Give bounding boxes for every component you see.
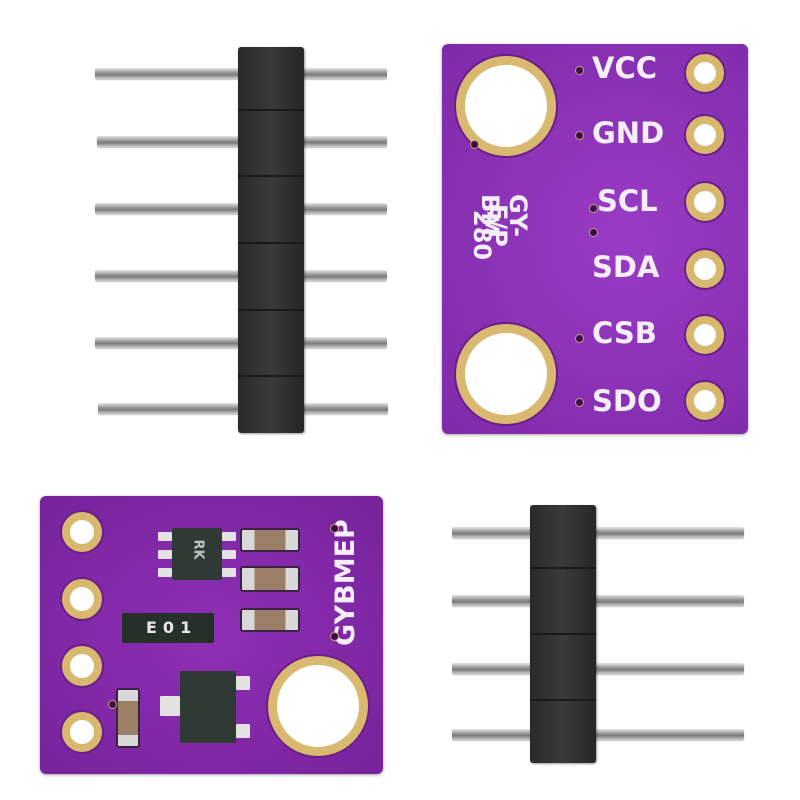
via	[470, 140, 479, 149]
via	[575, 131, 584, 140]
resistor-array-marking: E01	[146, 618, 198, 637]
via	[589, 228, 598, 237]
mounting-hole	[268, 656, 368, 756]
via	[575, 334, 584, 343]
sensor-board-front: GYBMEP RK E01	[40, 496, 383, 774]
pad-sda	[686, 250, 724, 288]
capacitor	[240, 566, 300, 592]
model-text-block: GY-BM E/P 280	[462, 164, 582, 294]
pad-3	[62, 646, 102, 686]
header-housing	[530, 505, 596, 763]
model-text-line3: 280	[468, 210, 496, 261]
pad-1	[62, 512, 102, 552]
via	[330, 524, 339, 533]
via	[575, 66, 584, 75]
ic-rk: RK	[172, 528, 222, 580]
pad-4	[62, 712, 102, 752]
pad-2	[62, 579, 102, 619]
via	[589, 204, 598, 213]
label-sda: SDA	[592, 250, 660, 284]
capacitor	[240, 608, 300, 632]
header-pin	[452, 527, 744, 538]
pad-csb	[686, 316, 724, 354]
resistor-array: E01	[122, 613, 214, 643]
via	[330, 632, 339, 641]
label-gnd: GND	[592, 116, 665, 150]
pad-vcc	[686, 54, 724, 92]
capacitor	[116, 688, 140, 748]
mounting-hole	[456, 56, 556, 156]
pad-gnd	[686, 116, 724, 154]
pin-header-4	[452, 505, 747, 763]
model-text-front: GYBMEP	[330, 519, 361, 646]
mounting-hole	[456, 324, 556, 424]
label-vcc: VCC	[592, 51, 658, 85]
ic-marking: RK	[190, 539, 206, 560]
label-csb: CSB	[592, 316, 657, 350]
via	[108, 700, 117, 709]
header-pin	[452, 663, 744, 674]
sensor-board-back: VCC GND SCL SDA CSB SDO GY-BM E/P 280	[442, 44, 748, 434]
voltage-regulator	[180, 671, 236, 743]
pad-scl	[686, 183, 724, 221]
header-pin	[452, 595, 744, 606]
label-scl: SCL	[597, 184, 658, 218]
label-sdo: SDO	[592, 384, 662, 418]
pad-sdo	[686, 382, 724, 420]
header-housing	[238, 47, 304, 433]
capacitor	[240, 528, 300, 552]
pin-header-6	[95, 45, 390, 435]
via	[575, 398, 584, 407]
header-pin	[452, 729, 744, 740]
